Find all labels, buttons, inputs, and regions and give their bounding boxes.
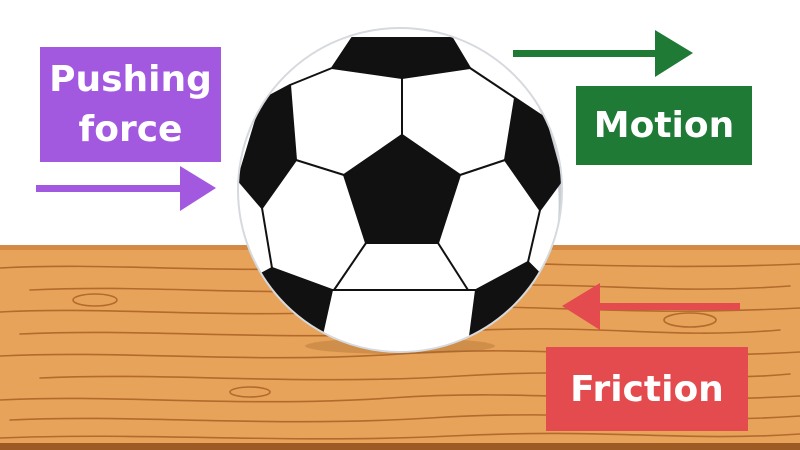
table-bottom-edge [0, 443, 800, 450]
pushing-force-label-line1: Pushing [49, 58, 212, 100]
pushing-force-arrow-icon [36, 166, 216, 211]
friction-arrow-icon [562, 283, 740, 330]
motion-arrow-icon [513, 30, 693, 77]
pushing-force-label-line2: force [78, 108, 183, 150]
pushing-force-label: Pushing force [40, 47, 221, 162]
motion-label: Motion [576, 86, 752, 165]
friction-label: Friction [546, 347, 748, 431]
soccer-ball-icon [237, 27, 563, 353]
